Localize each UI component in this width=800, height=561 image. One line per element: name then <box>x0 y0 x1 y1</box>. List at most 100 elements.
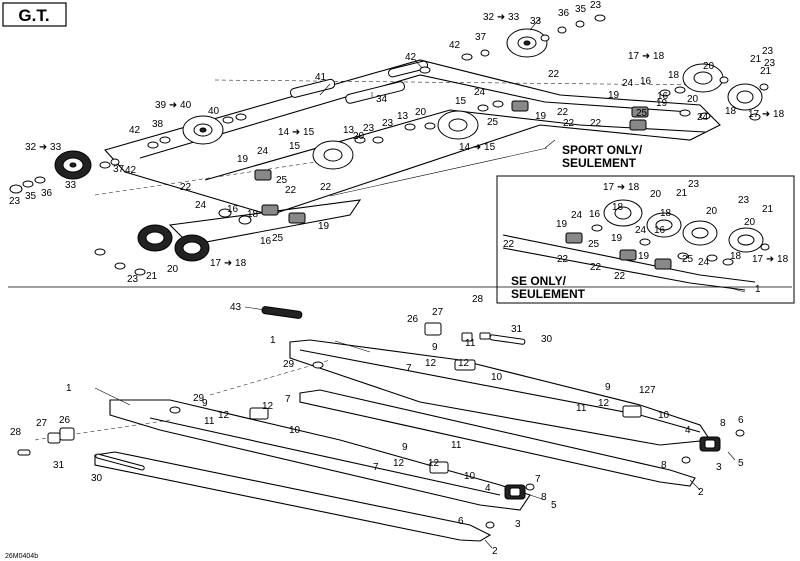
lower-callout-b07: 1 <box>270 335 276 346</box>
lower-callout-b10: 11 <box>465 338 476 349</box>
upper-callout-t21: 36 <box>41 188 53 199</box>
upper-callout-t46: 18 <box>668 70 680 81</box>
upper-callout-t59: 24 <box>697 112 709 123</box>
lower-callout-b32: 5 <box>738 458 744 469</box>
upper-callout-t25: 23 <box>363 123 375 134</box>
idler-wheel-18-b <box>727 83 763 111</box>
lower-callout-b05: 31 <box>511 324 523 335</box>
upper-callout-t22: 14 ➜ 15 <box>278 127 315 138</box>
lower-small-parts <box>17 306 745 529</box>
svg-text:SE ONLY/: SE ONLY/ <box>511 274 567 288</box>
upper-callout-t27: 24 <box>257 146 269 157</box>
lower-callout-b01: 43 <box>230 302 242 313</box>
upper-suspension-frame <box>94 59 721 246</box>
rear-bumper-5b <box>504 484 526 500</box>
lower-callout-b15: 1 <box>66 383 72 394</box>
inset-callout-i13: 20 <box>744 217 756 228</box>
lower-callout-b40: 30 <box>91 473 103 484</box>
lower-callout-b20: 11 <box>204 416 215 427</box>
inset-callout-i12: 21 <box>762 204 774 215</box>
upper-callout-t31: 22 <box>285 185 297 196</box>
lower-callout-b11: 29 <box>283 359 295 370</box>
lower-callout-b43: 12 <box>428 458 440 469</box>
idler-wheel-18-c <box>137 224 173 252</box>
lower-callout-b13: 7 <box>406 363 412 374</box>
lower-callout-b18: 12 <box>218 410 230 421</box>
upper-callout-t23: 20 <box>353 131 365 142</box>
inset-callout-i15: 19 <box>611 233 623 244</box>
upper-callout-t40: 19 <box>535 111 547 122</box>
upper-callout-t51: 21 <box>760 66 772 77</box>
lower-callout-b03: 28 <box>472 294 484 305</box>
lower-callout-b44: 7 <box>373 462 379 473</box>
upper-callout-t58: 25 <box>636 108 648 119</box>
lower-callout-b02: 27 <box>432 307 444 318</box>
lower-callout-b14: 10 <box>491 372 503 383</box>
svg-text:SPORT ONLY/: SPORT ONLY/ <box>562 143 643 157</box>
idler-wheel-18-a <box>682 63 724 93</box>
lower-callout-b30: 8 <box>720 418 726 429</box>
lower-callout-b29: 4 <box>685 425 691 436</box>
upper-callout-t41: 22 <box>548 69 560 80</box>
lower-callout-b16: 29 <box>193 393 205 404</box>
lower-callout-b33: 8 <box>661 460 667 471</box>
lower-callout-b47: 4 <box>485 483 491 494</box>
upper-callout-t47: 20 <box>703 61 715 72</box>
upper-callout-t62: 24 <box>195 200 207 211</box>
upper-callout-t61: 17 ➜ 18 <box>748 109 785 120</box>
upper-callout-t50: 23 <box>764 58 776 69</box>
upper-callout-t33: 23 <box>382 118 394 129</box>
lower-callout-b48: 7 <box>535 474 541 485</box>
inset-callout-i06: 24 <box>571 210 583 221</box>
upper-callout-t11: 39 ➜ 40 <box>155 100 192 111</box>
se-only-note: SE ONLY/ SEULEMENT <box>511 274 586 301</box>
lower-callout-b22: 10 <box>289 425 301 436</box>
upper-callout-t09: 41 <box>315 72 327 83</box>
lower-callout-b17: 9 <box>202 398 208 409</box>
lower-leader-lines <box>94 306 736 549</box>
upper-callout-t36: 15 <box>455 96 467 107</box>
lower-callout-b38: 26 <box>59 415 71 426</box>
lower-callout-b12: 12 <box>458 358 470 369</box>
upper-callout-t15: 32 ➜ 33 <box>25 142 62 153</box>
upper-callout-t55: 16 <box>657 91 669 102</box>
upper-callout-t37: 14 ➜ 15 <box>459 142 496 153</box>
rear-bumper-5a <box>699 436 721 452</box>
lower-rails <box>34 339 711 542</box>
upper-callout-t43: 22 <box>563 118 575 129</box>
inset-callout-i21: 24 <box>698 257 710 268</box>
idler-wheel-33-left <box>54 150 92 180</box>
upper-callout-t01: 32 ➜ 33 <box>483 12 520 23</box>
upper-callout-t28: 15 <box>289 141 301 152</box>
upper-callout-t39: 25 <box>487 117 499 128</box>
upper-shafts <box>290 60 429 104</box>
lower-callout-b24: 12 <box>598 398 610 409</box>
upper-callout-t35: 20 <box>415 107 427 118</box>
inset-callout-i11: 23 <box>738 195 750 206</box>
inset-callout-i26: 22 <box>614 271 626 282</box>
upper-callout-t70: 20 <box>167 264 179 275</box>
inset-callout-i05: 18 <box>612 202 624 213</box>
upper-callout-t68: 23 <box>127 274 139 285</box>
upper-callout-t02: 33 <box>530 16 542 27</box>
idler-wheel-15-b <box>437 110 479 140</box>
se-only-inset-box <box>496 175 795 304</box>
idler-wheel-40 <box>182 115 224 145</box>
inset-callout-i27: 1 <box>755 284 761 295</box>
upper-callout-t26: 19 <box>237 154 249 165</box>
upper-callout-t53: 16 <box>640 76 652 87</box>
sport-only-note: SPORT ONLY/ SEULEMENT <box>562 143 643 170</box>
lower-callout-b49: 8 <box>541 492 547 503</box>
lower-callout-b52: 3 <box>515 519 521 530</box>
upper-callout-t14: 42 <box>129 125 141 136</box>
inset-callout-i04: 20 <box>650 189 662 200</box>
lower-callout-b42: 11 <box>451 440 462 451</box>
lower-callout-b21: 12 <box>262 401 274 412</box>
upper-callout-t49: 21 <box>750 54 762 65</box>
upper-callout-t60: 18 <box>725 106 737 117</box>
lower-callout-b34: 3 <box>716 462 722 473</box>
upper-callout-t67: 19 <box>318 221 330 232</box>
upper-callout-t38: 24 <box>474 87 486 98</box>
upper-callout-t24: 13 <box>343 125 355 136</box>
lower-callout-b23: 9 <box>605 382 611 393</box>
